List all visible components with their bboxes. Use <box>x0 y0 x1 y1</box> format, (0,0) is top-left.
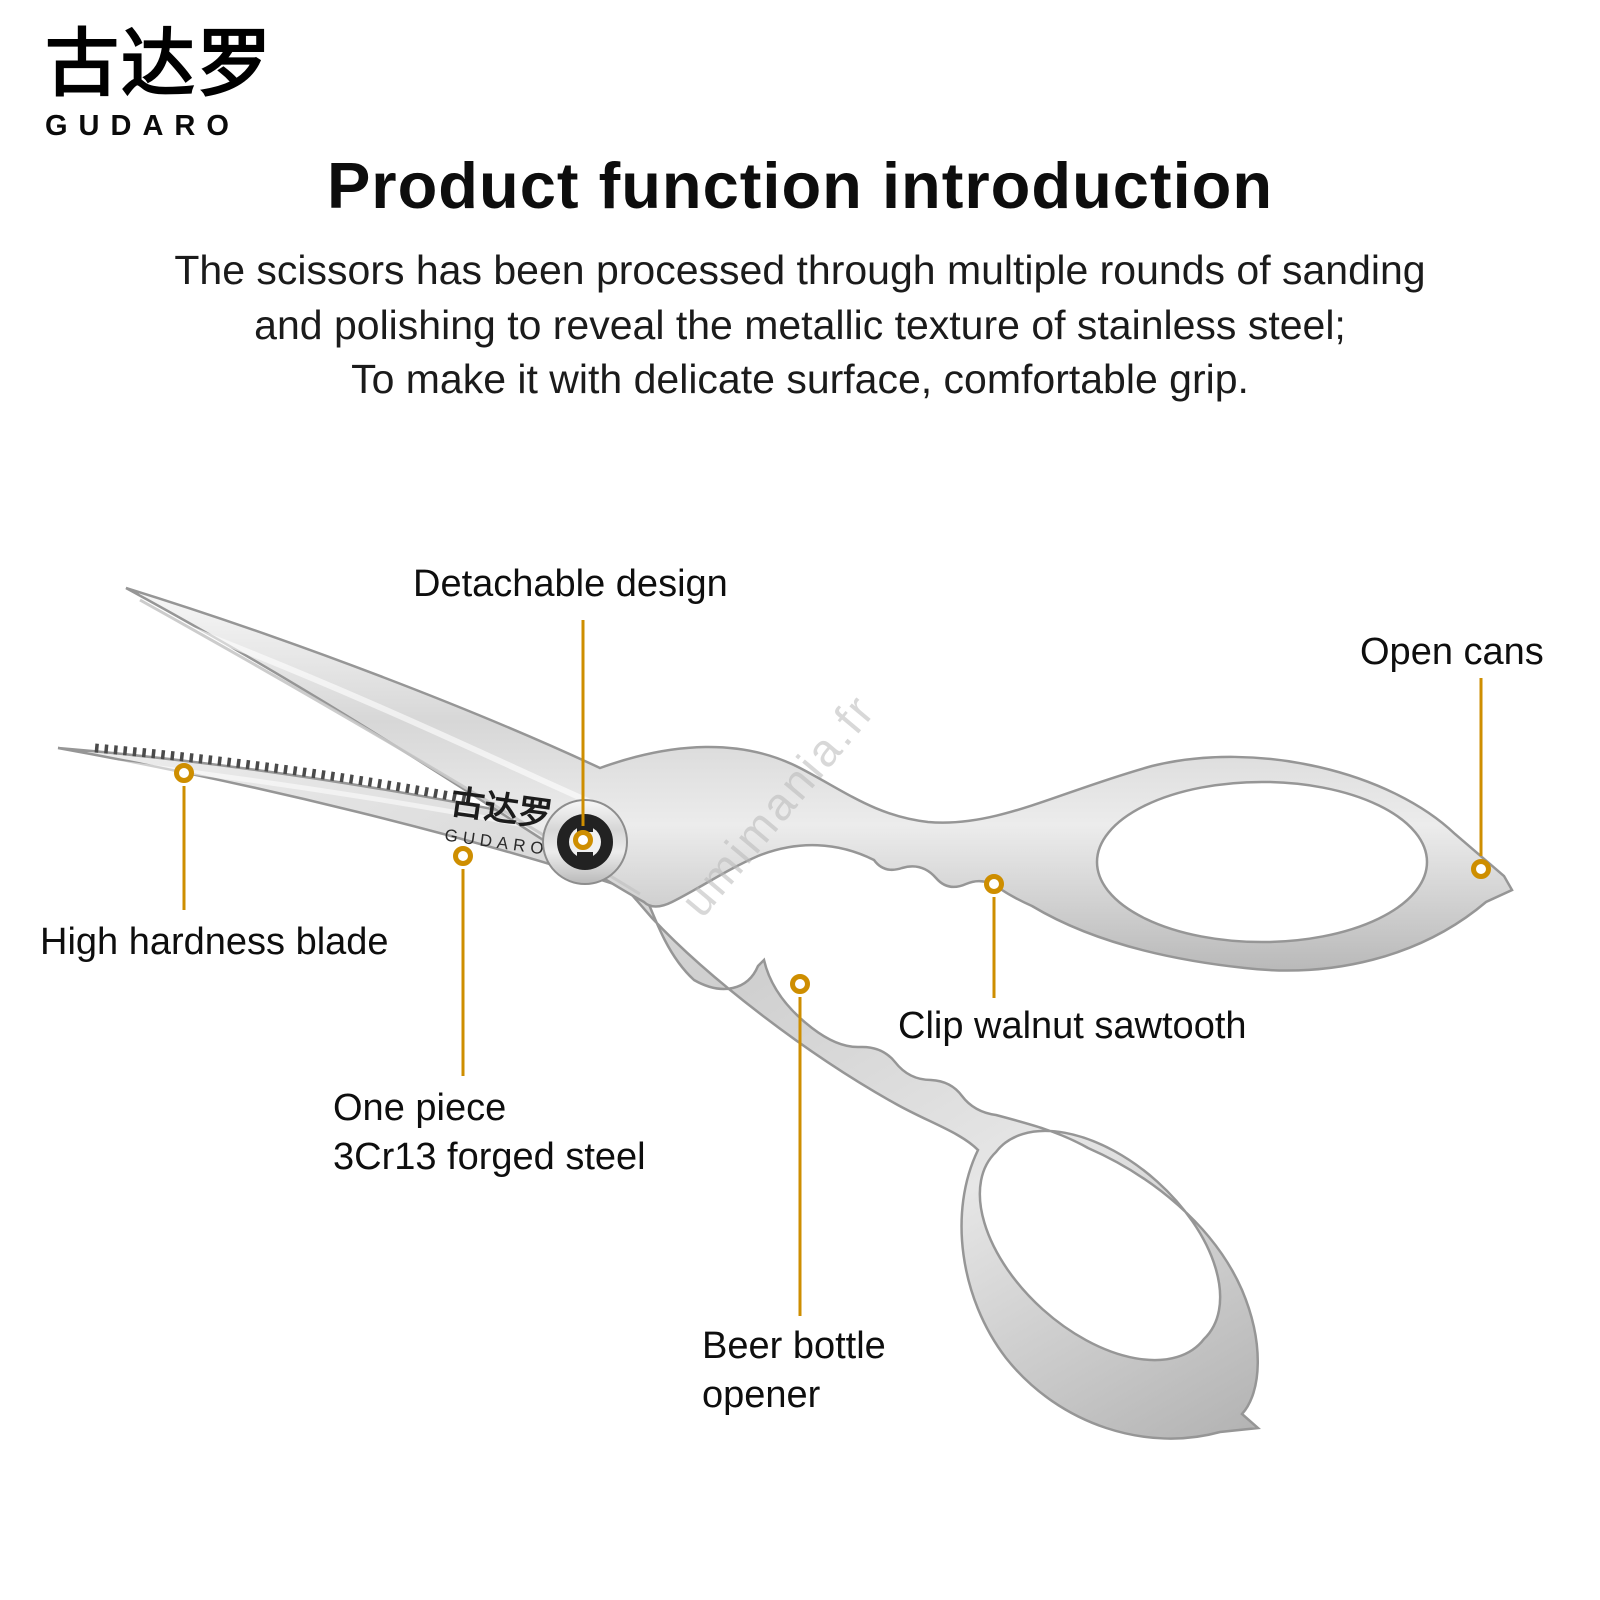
high-hardness-dot <box>174 763 194 783</box>
pivot-notch-top <box>577 822 593 832</box>
callout-clip-walnut-label: Clip walnut sawtooth <box>898 1005 1247 1047</box>
callout-leaders <box>182 620 1483 1316</box>
callout-dots <box>174 763 1491 994</box>
beer-opener-dot <box>790 974 810 994</box>
description-line-2: and polishing to reveal the metallic tex… <box>254 301 1346 348</box>
page-title: Product function introduction <box>326 149 1274 222</box>
callout-beer-opener-line2: opener <box>702 1373 821 1416</box>
one-piece-dot <box>453 846 473 866</box>
product-description: The scissors has been processed through … <box>0 243 1600 407</box>
brand-logo-chinese: 古达罗 <box>45 21 273 107</box>
callout-beer-opener-label: Beer bottle opener <box>702 1322 886 1419</box>
brand-logo-english: GUDARO <box>45 109 240 142</box>
callout-one-piece-line2: 3Cr13 forged steel <box>333 1135 646 1178</box>
callout-beer-opener-line1: Beer bottle <box>702 1325 886 1367</box>
upper-blade-highlight <box>178 622 606 811</box>
callout-one-piece-label: One piece 3Cr13 forged steel <box>333 1084 646 1181</box>
callout-one-piece-line1: One piece <box>333 1087 507 1129</box>
scissors-lower-part <box>57 746 1261 1440</box>
open-cans-dot <box>1471 859 1491 879</box>
brand-logo: 古达罗 GUDARO <box>45 21 273 143</box>
description-line-1: The scissors has been processed through … <box>174 247 1426 293</box>
detachable-dot <box>573 830 593 850</box>
callout-open-cans-label: Open cans <box>1360 631 1544 673</box>
callout-high-hardness-label: High hardness blade <box>40 921 389 963</box>
callout-detachable-label: Detachable design <box>413 563 728 605</box>
pivot-notch-bottom <box>577 852 593 862</box>
description-line-3: To make it with delicate surface, comfor… <box>351 356 1249 403</box>
scissors-upper-part <box>125 586 1514 972</box>
clip-walnut-dot <box>984 874 1004 894</box>
